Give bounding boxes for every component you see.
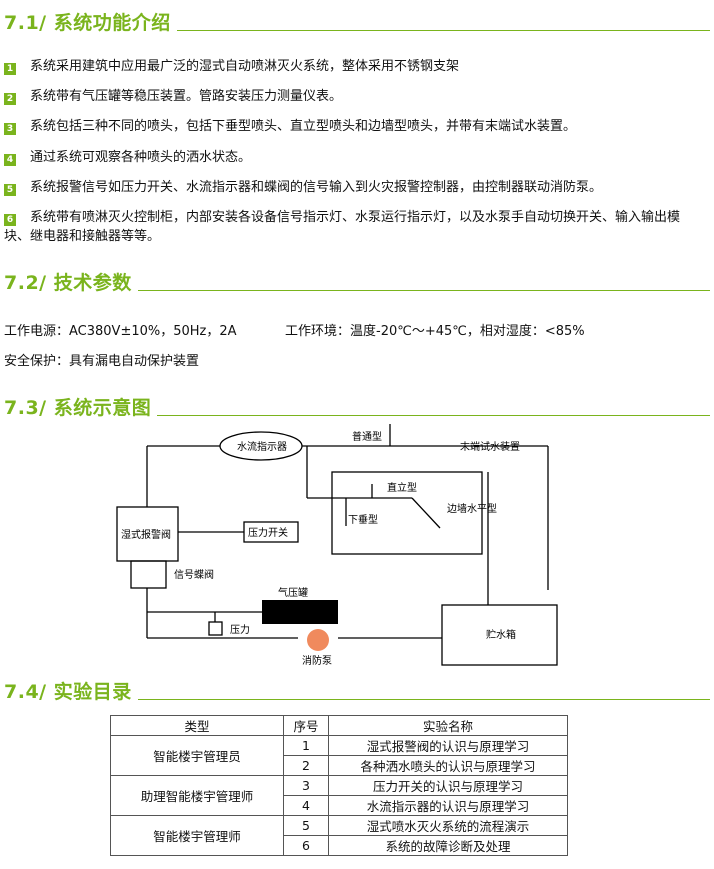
experiment-table: 类型 序号 实验名称 智能楼宇管理员 1 湿式报警阀的认识与原理学习 2 各种洒…	[110, 715, 568, 856]
section-title-experiments: 7.4/ 实验目录	[4, 677, 710, 704]
function-item-3: 3 系统包括三种不同的喷头，包括下垂型喷头、直立型喷头和边墙型喷头，并带有末端试水…	[4, 117, 704, 136]
function-text: 系统报警信号如压力开关、水流指示器和蝶阀的信号输入到火灾报警控制器，由控制器联动…	[30, 180, 603, 195]
number-badge: 3	[4, 123, 16, 135]
function-text: 系统采用建筑中应用最广泛的湿式自动喷淋灭火系统，整体采用不锈钢支架	[30, 59, 460, 74]
function-item-4: 4 通过系统可观察各种喷头的洒水状态。	[4, 148, 704, 167]
section-heading: 7.4/ 实验目录	[4, 681, 132, 703]
name-cell: 湿式报警阀的认识与原理学习	[328, 735, 568, 756]
header-no: 序号	[283, 715, 329, 736]
label-flow-indicator: 水流指示器	[237, 440, 287, 453]
function-text: 系统带有喷淋灭火控制柜，内部安装各设备信号指示灯、水泵运行指示灯，以及水泵手自动…	[4, 210, 681, 244]
function-text: 通过系统可观察各种喷头的洒水状态。	[30, 150, 252, 165]
section-rule	[137, 699, 710, 700]
section-title-diagram: 7.3/ 系统示意图	[4, 393, 710, 420]
section-heading: 7.3/ 系统示意图	[4, 397, 152, 419]
name-cell: 水流指示器的认识与原理学习	[328, 795, 568, 816]
function-text: 系统包括三种不同的喷头，包括下垂型喷头、直立型喷头和边墙型喷头，并带有末端试水装…	[30, 119, 577, 134]
function-item-5: 5 系统报警信号如压力开关、水流指示器和蝶阀的信号输入到火灾报警控制器，由控制器联…	[4, 178, 704, 197]
type-cell: 助理智能楼宇管理师	[110, 775, 284, 816]
name-cell: 湿式喷水灭火系统的流程演示	[328, 815, 568, 836]
pressure-tank-shape	[262, 600, 338, 624]
function-text: 系统带有气压罐等稳压装置。管路安装压力测量仪表。	[30, 89, 343, 104]
label-butterfly-valve: 信号蝶阀	[174, 568, 214, 581]
section-rule	[176, 30, 710, 31]
system-diagram: 水流指示器 普通型 末端试水装置 直立型 边墙水平型 下垂型 湿式报警阀 压力开…	[116, 424, 558, 667]
type-cell: 智能楼宇管理员	[110, 735, 284, 776]
section-rule	[157, 415, 710, 416]
number-badge: 1	[4, 63, 16, 75]
section-heading: 7.2/ 技术参数	[4, 272, 132, 294]
label-pressure: 压力	[230, 623, 250, 636]
number-badge: 6	[4, 214, 16, 226]
number-badge: 5	[4, 184, 16, 196]
fire-pump-icon	[307, 629, 329, 651]
no-cell: 3	[283, 775, 329, 796]
header-name: 实验名称	[328, 715, 568, 736]
table-row: 智能楼宇管理员 1 湿式报警阀的认识与原理学习	[110, 735, 568, 776]
label-pendent: 普通型	[352, 430, 382, 443]
label-fire-pump: 消防泵	[302, 654, 332, 667]
header-type: 类型	[110, 715, 284, 736]
name-cell: 系统的故障诊断及处理	[328, 835, 568, 856]
section-heading: 7.1/ 系统功能介绍	[4, 12, 171, 34]
label-upright: 直立型	[387, 481, 417, 494]
label-alarm-valve: 湿式报警阀	[121, 528, 171, 541]
label-water-tank: 贮水箱	[486, 628, 516, 641]
tech-environment: 工作环境：温度-20℃～+45℃，相对湿度：<85%	[285, 324, 585, 339]
label-end-test: 末端试水装置	[460, 440, 520, 453]
no-cell: 4	[283, 795, 329, 816]
number-badge: 4	[4, 154, 16, 166]
table-header-row: 类型 序号 实验名称	[110, 715, 568, 736]
tech-safety: 安全保护：具有漏电自动保护装置	[4, 354, 200, 369]
no-cell: 5	[283, 815, 329, 836]
function-item-1: 1 系统采用建筑中应用最广泛的湿式自动喷淋灭火系统，整体采用不锈钢支架	[4, 57, 704, 76]
label-pressure-switch: 压力开关	[248, 526, 288, 539]
table-row: 4 水流指示器的认识与原理学习	[111, 795, 568, 816]
type-cell: 智能楼宇管理师	[110, 815, 284, 856]
label-downward: 下垂型	[348, 513, 378, 526]
section-rule	[137, 290, 710, 291]
section-title-functions: 7.1/ 系统功能介绍	[4, 8, 710, 35]
no-cell: 1	[283, 735, 329, 756]
name-cell: 各种洒水喷头的认识与原理学习	[328, 755, 568, 776]
no-cell: 6	[283, 835, 329, 856]
function-item-2: 2 系统带有气压罐等稳压装置。管路安装压力测量仪表。	[4, 87, 704, 106]
section-title-tech: 7.2/ 技术参数	[4, 268, 710, 295]
table-row: 助理智能楼宇管理师 3 压力开关的认识与原理学习	[110, 775, 568, 816]
name-cell: 压力开关的认识与原理学习	[328, 775, 568, 796]
label-pressure-tank: 气压罐	[278, 586, 308, 599]
tech-power: 工作电源：AC380V±10%，50Hz，2A	[4, 324, 237, 339]
number-badge: 2	[4, 93, 16, 105]
label-sidewall: 边墙水平型	[447, 502, 497, 515]
no-cell: 2	[283, 755, 329, 776]
table-row: 6 系统的故障诊断及处理	[111, 835, 568, 856]
table-row: 智能楼宇管理师 5 湿式喷水灭火系统的流程演示	[110, 815, 568, 856]
